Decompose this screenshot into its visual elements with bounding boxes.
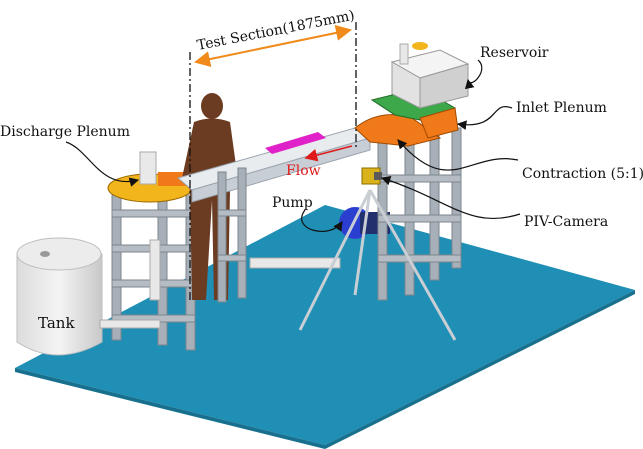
middle-stand [217,167,341,303]
label-tank: Tank [38,314,75,332]
leader-discharge [65,141,140,187]
leader-contraction [397,139,519,171]
label-inlet-plenum: Inlet Plenum [516,100,607,116]
label-pump: Pump [272,195,313,211]
discharge-stand [99,189,196,351]
inlet-stand [377,127,462,301]
piv-camera [361,167,382,185]
leader-pump [301,209,343,232]
leader-reservoir [464,59,483,90]
label-contraction: Contraction (5:1) [522,166,643,182]
leader-piv [380,176,521,219]
label-discharge-plenum: Discharge Plenum [0,124,130,140]
label-flow: Flow [286,163,321,179]
tank [16,237,103,356]
flow-arrow [304,145,353,162]
piv-camera-tripod [298,189,457,341]
reservoir [390,42,470,109]
leader-inlet [456,106,513,130]
label-test-section: Test Section(1875mm) [196,8,356,54]
floor-plate [15,205,635,445]
label-reservoir: Reservoir [480,45,549,61]
test-section-dimension [189,22,357,300]
discharge-plenum [107,151,193,203]
test-window [265,132,326,154]
label-piv-camera: PIV-Camera [524,214,608,230]
